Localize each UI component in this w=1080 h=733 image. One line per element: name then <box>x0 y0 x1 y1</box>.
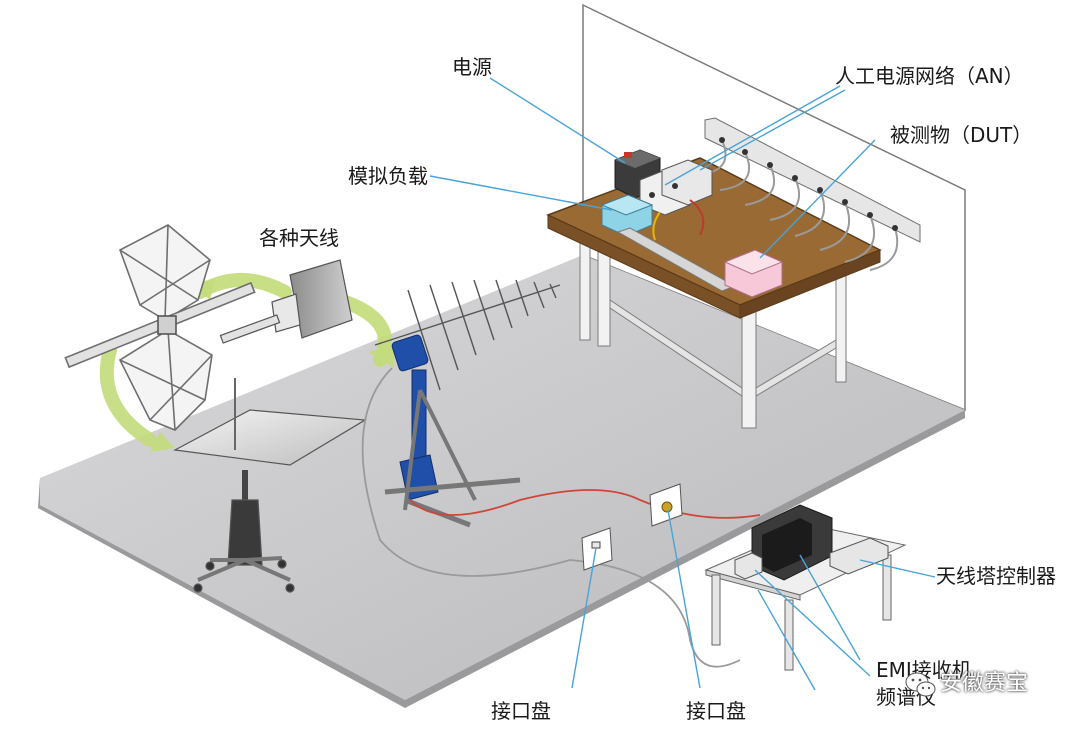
lisn-units <box>639 159 713 241</box>
floor <box>40 255 965 700</box>
test-table <box>546 157 882 429</box>
small-instrument <box>734 552 763 580</box>
interface-panel-left <box>581 527 613 571</box>
label-interface-panel-right: 接口盘 <box>686 699 746 723</box>
wechat-icon <box>905 672 936 697</box>
tower-controller <box>829 537 889 575</box>
leader-lines <box>429 77 936 691</box>
dut-box <box>723 249 784 298</box>
cable-red <box>409 489 761 519</box>
label-antennas: 各种天线 <box>259 226 339 250</box>
label-tower-controller: 天线塔控制器 <box>936 564 1056 588</box>
emi-receiver <box>751 504 833 581</box>
floor-edge <box>38 410 965 708</box>
label-dut: 被测物（DUT） <box>890 123 1033 147</box>
interface-panel-right <box>649 483 683 527</box>
biconical-antenna <box>64 224 256 431</box>
label-dummy-load: 模拟负载 <box>348 164 428 188</box>
label-power: 电源 <box>452 55 492 79</box>
cable-grey <box>361 367 741 668</box>
lisn-rail <box>699 117 921 271</box>
antenna-tower <box>384 334 521 528</box>
dummy-load <box>600 194 654 237</box>
label-interface-panel-left: 接口盘 <box>491 699 551 723</box>
horn-antenna <box>219 259 353 344</box>
label-receiver-line1: EMI接收机 <box>876 658 972 682</box>
monopole-antenna <box>173 378 367 593</box>
log-periodic-antenna <box>374 279 561 391</box>
label-lisn: 人工电源网络（AN） <box>835 64 1024 88</box>
watermark-text: 安徽赛宝 <box>940 671 1029 696</box>
